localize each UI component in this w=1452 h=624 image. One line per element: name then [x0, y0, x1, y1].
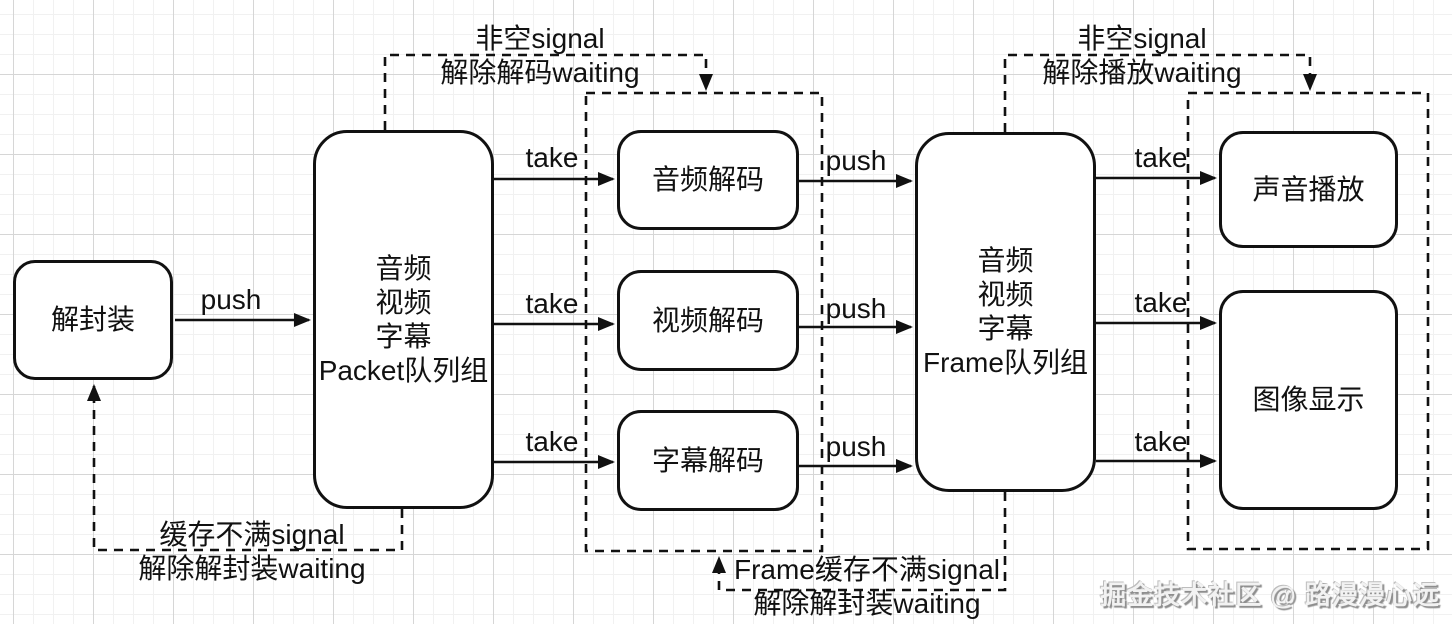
edge-label-take-subtitle: take	[525, 426, 579, 457]
signal-path-packet-notfull-to-demux	[87, 384, 404, 552]
edge-label-push-demux: push	[200, 284, 262, 315]
signal-path-packet-nonempty-to-decoders	[383, 53, 713, 130]
edge-label-take-image-top: take	[1134, 287, 1188, 318]
node-video-decode: 视频解码	[617, 270, 799, 371]
signal-path-frame-notfull-to-decoders	[712, 492, 1007, 592]
watermark-text: 掘金技术社区 @ 路漫漫心远	[1100, 580, 1440, 610]
node-frame-queue: 音频 视频 字幕 Frame队列组	[915, 132, 1096, 492]
edge-label-push-audio: push	[825, 145, 887, 176]
signal-label-decode-wakeup: 非空signal 解除解码waiting	[440, 23, 640, 88]
node-sound-play: 声音播放	[1219, 131, 1398, 248]
edge-label-take-sound: take	[1134, 142, 1188, 173]
node-demux: 解封装	[13, 260, 173, 380]
signal-path-frame-nonempty-to-players	[1003, 53, 1317, 132]
edge-label-take-image-bottom: take	[1134, 426, 1188, 457]
edge-label-take-video: take	[525, 288, 579, 319]
node-packet-queue: 音频 视频 字幕 Packet队列组	[313, 130, 494, 509]
signal-label-play-wakeup: 非空signal 解除播放waiting	[1042, 23, 1242, 88]
node-subtitle-decode: 字幕解码	[617, 410, 799, 511]
decoder-group-dashed-box	[584, 91, 824, 553]
node-audio-decode: 音频解码	[617, 130, 799, 230]
edge-label-take-audio: take	[525, 142, 579, 173]
edge-label-push-video: push	[825, 293, 887, 324]
edge-label-push-subtitle: push	[825, 431, 887, 462]
node-image-display: 图像显示	[1219, 290, 1398, 510]
signal-label-demux-wakeup: 缓存不满signal 解除解封装waiting	[138, 519, 366, 584]
playback-group-dashed-box	[1186, 91, 1430, 551]
signal-label-frame-demux-wakeup: Frame缓存不满signal 解除解封装waiting	[733, 554, 1001, 619]
